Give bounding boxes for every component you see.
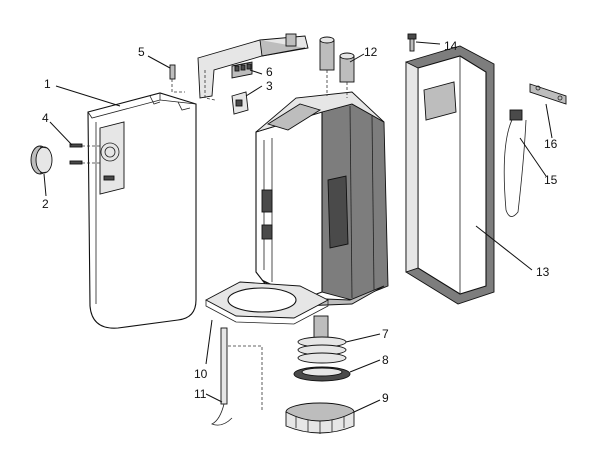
water-tank-assembly (255, 91, 389, 307)
part-1-front-cover (87, 92, 197, 329)
callout-15: 15 (544, 173, 558, 187)
callout-8: 8 (382, 353, 389, 367)
part-8-gasket (293, 366, 351, 382)
part-13-mounting-frame (405, 45, 495, 305)
callout-4: 4 (42, 111, 49, 125)
callout-3: 3 (266, 79, 273, 93)
part-12-pipe-connectors (319, 36, 355, 98)
part-15-power-cable (503, 109, 527, 217)
callout-labels: 1 2 3 4 5 6 7 8 9 10 11 12 13 14 15 16 (42, 39, 558, 405)
callout-13: 13 (536, 265, 550, 279)
part-10-base-plate (205, 281, 329, 325)
callout-7: 7 (382, 327, 389, 341)
part-11-thermostat-probe (211, 327, 263, 426)
callout-10: 10 (194, 367, 208, 381)
part-2-control-knob (30, 145, 53, 175)
callout-11: 11 (194, 387, 207, 401)
part-4-screws (69, 143, 100, 165)
part-6-terminal-block (231, 61, 253, 79)
leader-lines (43, 41, 553, 413)
callout-14: 14 (444, 39, 458, 53)
callout-5: 5 (138, 45, 145, 59)
part-9-retaining-ring (285, 402, 355, 434)
callout-9: 9 (382, 391, 389, 405)
part-7-heating-coil (297, 315, 347, 364)
part-5-fuse (169, 64, 185, 93)
callout-16: 16 (544, 137, 558, 151)
part-16-cable-clip (529, 83, 567, 105)
part-14-screw (407, 33, 417, 52)
part-3-switch (231, 91, 249, 115)
callout-6: 6 (266, 65, 273, 79)
callout-2: 2 (42, 197, 49, 211)
top-mounting-bracket (197, 33, 309, 101)
callout-12: 12 (364, 45, 378, 59)
callout-1: 1 (44, 77, 51, 91)
